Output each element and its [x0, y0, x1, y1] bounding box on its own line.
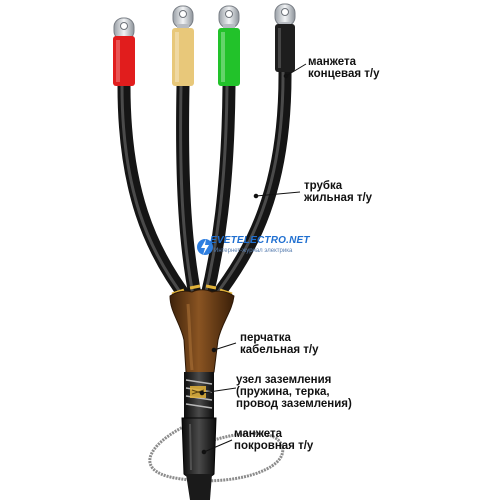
- core-tube-4: [207, 63, 292, 307]
- lug-4: [274, 3, 296, 27]
- core-tubes: [117, 63, 292, 307]
- core-tube-2: [176, 79, 203, 307]
- cable-glove: [169, 289, 235, 376]
- end-cuff-red: [113, 36, 135, 86]
- callout-leaders: [199, 63, 307, 455]
- watermark-title: EVETELECTRO.NET: [210, 235, 310, 246]
- end-cuff-green: [218, 28, 240, 86]
- end-cuffs: [113, 24, 295, 86]
- core-tube-1: [117, 79, 195, 307]
- core-tube-3: [199, 79, 236, 307]
- lightning-logo-icon: [197, 239, 213, 255]
- watermark: EVETELECTRO.NET Интернет-журнал электрик…: [192, 232, 312, 266]
- lug-3: [218, 5, 240, 29]
- label-grounding-node: узел заземления (пружина, терка, провод …: [236, 374, 352, 410]
- label-core-tube: трубка жильная т/у: [304, 180, 373, 204]
- lug-2: [172, 5, 194, 29]
- cable-lugs: [113, 3, 296, 41]
- label-end-cuff: манжета концевая т/у: [308, 56, 380, 80]
- label-cover-cuff: манжета покровная т/у: [234, 428, 314, 452]
- cable-end: [186, 474, 212, 500]
- label-cable-glove: перчатка кабельная т/у: [240, 332, 319, 356]
- end-cuff-yellow: [172, 28, 194, 86]
- end-cuff-black: [275, 24, 295, 72]
- watermark-subtitle: Интернет-журнал электрика: [214, 248, 293, 254]
- ground-wire: [148, 418, 285, 483]
- grounding-node: [184, 372, 214, 418]
- cover-cuff: [181, 417, 217, 479]
